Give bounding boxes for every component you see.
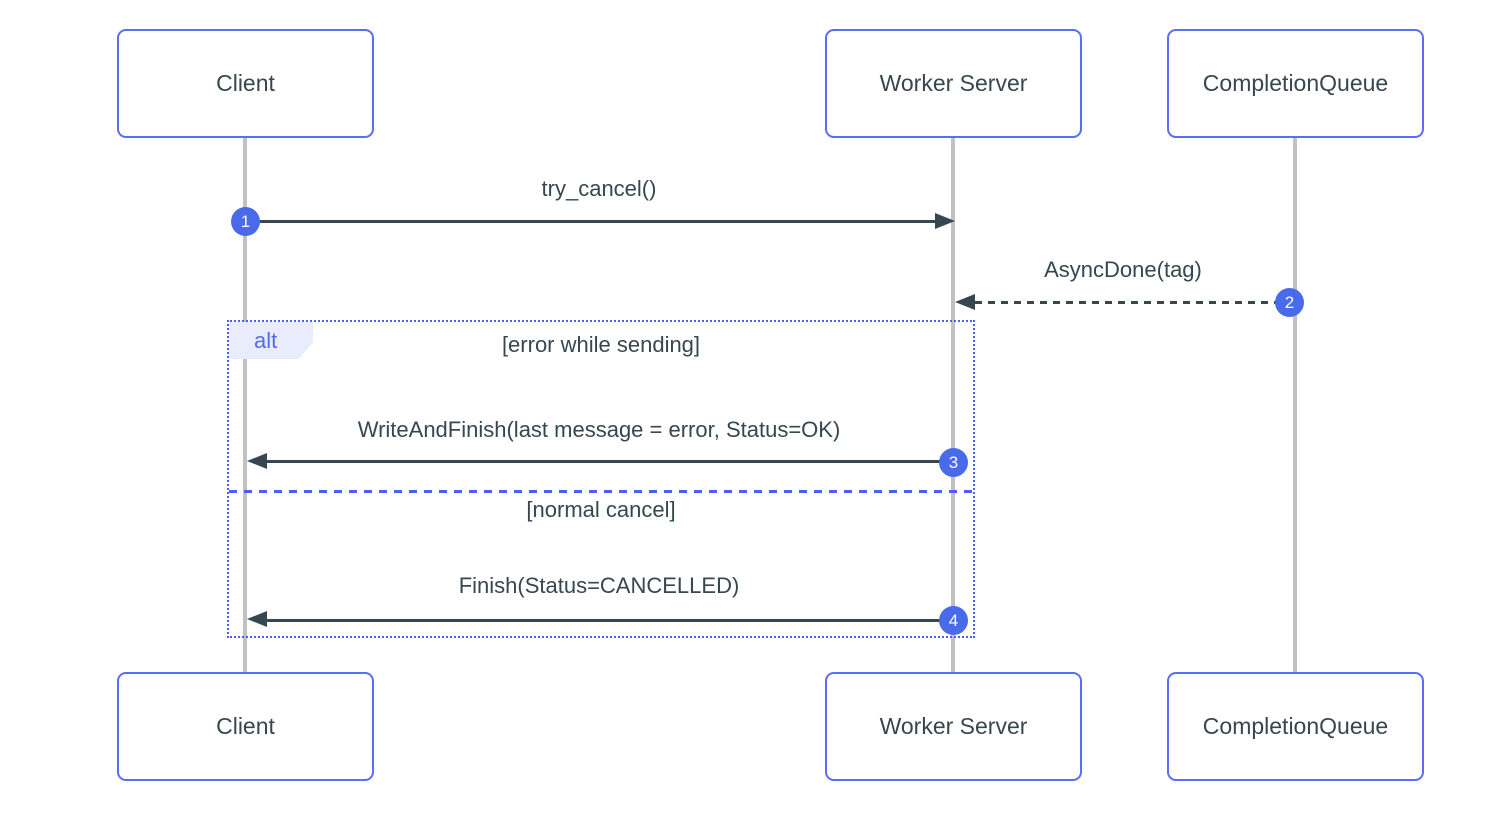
message-1-line [245, 220, 936, 223]
actor-box-worker-server-top: Worker Server [825, 29, 1082, 138]
message-3-arrowhead-left-icon [247, 453, 267, 469]
actor-box-completion-queue-bottom: CompletionQueue [1167, 672, 1424, 781]
actor-box-client-top: Client [117, 29, 374, 138]
alt-operator-pentagon: alt [229, 322, 313, 359]
actor-label-worker-server: Worker Server [879, 70, 1028, 96]
actor-box-client-bottom: Client [117, 672, 374, 781]
message-1-arrowhead-right-icon [935, 213, 955, 229]
actor-label-client: Client [216, 70, 275, 96]
lifeline-completion-queue [1293, 138, 1297, 672]
message-3-label: WriteAndFinish(last message = error, Sta… [357, 417, 841, 442]
lifeline-worker-server [951, 138, 955, 672]
message-2-line [975, 301, 1289, 304]
sequence-number-badge-4: 4 [939, 606, 968, 635]
alt-frame: alt [error while sending] [normal cancel… [227, 320, 975, 638]
guard-normal-cancel: [normal cancel] [526, 497, 676, 522]
alt-operator-label: alt [254, 327, 278, 353]
guard-error-while-sending: [error while sending] [501, 332, 701, 357]
message-1-label: try_cancel() [541, 176, 657, 201]
actor-label-worker-server: Worker Server [879, 713, 1028, 739]
actor-label-completion-queue: CompletionQueue [1202, 713, 1389, 739]
message-4-arrowhead-left-icon [247, 611, 267, 627]
message-4-label: Finish(Status=CANCELLED) [458, 573, 740, 598]
actor-label-client: Client [216, 713, 275, 739]
message-4-line [265, 619, 953, 622]
lifeline-client [243, 138, 247, 672]
actor-box-worker-server-bottom: Worker Server [825, 672, 1082, 781]
message-2-label: AsyncDone(tag) [1044, 257, 1202, 282]
message-3-line [265, 460, 953, 463]
sequence-number-badge-3: 3 [939, 448, 968, 477]
sequence-number-badge-1: 1 [231, 207, 260, 236]
actor-box-completion-queue-top: CompletionQueue [1167, 29, 1424, 138]
message-2-arrowhead-left-icon [955, 294, 975, 310]
actor-label-completion-queue: CompletionQueue [1202, 70, 1389, 96]
alt-section-divider [229, 490, 973, 493]
sequence-number-badge-2: 2 [1275, 288, 1304, 317]
